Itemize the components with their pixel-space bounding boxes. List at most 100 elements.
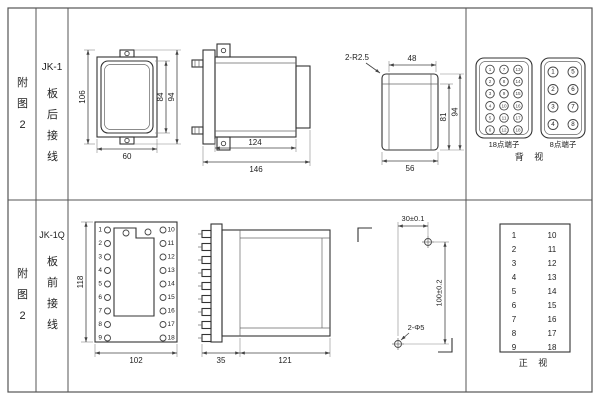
jk1-side-view: 124 146 [191,43,311,174]
wiring-label-top: 板后接线 [47,88,58,163]
dim-front-width: 102 [129,356,143,365]
dim-bottom-width: 56 [406,164,415,173]
terminal-circle [547,119,559,130]
terminal-circle [513,64,523,75]
terminal-number: 13 [168,267,176,274]
terminal-number: 9 [98,335,102,342]
terminal-number: 4 [551,121,555,128]
terminal-number: 11 [502,115,507,120]
table-number-left: 9 [512,343,517,352]
table-number-right: 14 [548,287,557,296]
terminal-number: 6 [98,294,102,301]
terminal-circle [159,321,167,328]
screw-head [201,268,212,278]
terminal-circle [104,240,111,247]
terminal-circle [567,119,579,130]
dim-hole-v-spacing: 100±0.2 [435,279,444,306]
dim-tab-height: 94 [167,92,176,101]
terminal-number: 18 [515,128,521,133]
terminal-circle [485,125,495,135]
terminal-circle [485,101,495,111]
terminal-number: 14 [515,79,521,84]
dim-overall-depth: 146 [249,165,263,174]
terminal-number: 8 [98,321,102,328]
terminal-number: 15 [168,294,176,301]
terminal-circle [485,76,495,87]
dim-top-width: 48 [408,54,417,63]
terminal-circle [513,125,523,135]
screw-head [201,333,212,343]
terminal-circle [499,88,509,99]
dim-hole-h-spacing: 30±0.1 [402,214,425,223]
terminal-8-label: 8点端子 [550,139,577,149]
terminal-circle [485,113,495,123]
table-number-left: 1 [512,231,517,240]
jk1-front-view: 106 84 94 60 [78,49,181,161]
dim-outer-height: 94 [451,107,460,116]
terminal-number: 14 [168,281,176,288]
terminal-circle [104,307,111,315]
table-number-left: 4 [512,273,517,282]
terminal-circle [513,101,523,111]
table-number-right: 11 [548,245,557,254]
terminal-circle [104,226,111,234]
terminal-circle [513,113,523,123]
terminal-number: 8 [571,121,575,128]
model-label-bottom: JK-1Q [39,230,65,240]
terminal-circle [159,226,167,234]
terminal-number: 18 [168,335,176,342]
screw-head [201,294,212,304]
table-number-right: 15 [548,301,557,310]
front-view-label: 正 视 [519,357,552,368]
mounting-hole-layout: 30±0.1 100±0.2 2-Φ5 [357,214,453,353]
terminal-number: 10 [168,227,176,234]
terminal-number: 7 [571,104,575,111]
terminal-circle [513,76,523,87]
terminal-number: 4 [489,103,492,108]
screw-head [201,255,212,265]
terminal-number: 3 [489,91,492,96]
rear-view-label: 背 视 [515,151,548,162]
terminal-number: 3 [98,254,102,261]
jk1q-side-view: 35 121 [198,223,331,365]
terminal-number: 5 [489,115,492,120]
table-grid [7,7,593,393]
terminal-number: 4 [98,267,102,274]
terminal-number: 1 [551,69,555,76]
terminal-circle [499,125,509,135]
table-number-right: 16 [548,315,557,324]
terminal-number: 17 [168,321,176,328]
terminal-circle [567,66,579,78]
terminal-circle [499,76,509,87]
wiring-label-bottom: 板前接线 [47,256,58,331]
dim-case-height: 106 [78,90,87,104]
terminal-number: 16 [168,308,176,315]
table-number-left: 7 [512,315,517,324]
terminal-circle [159,307,167,315]
terminal-circle [567,101,579,113]
jk1-rear-view: 48 2-R2.5 81 94 56 [345,53,464,173]
terminal-number: 16 [515,103,521,108]
dim-body-depth2: 121 [278,356,292,365]
terminal-number: 6 [571,86,575,93]
terminal-number: 1 [489,67,492,72]
terminal-circle [499,101,509,111]
table-number-right: 12 [548,259,557,268]
terminal-number: 11 [168,240,175,247]
terminal-circle [159,240,167,247]
terminal-circle [104,253,111,261]
table-number-right: 18 [548,343,557,352]
terminal-number: 12 [168,254,176,261]
table-number-left: 8 [512,329,517,338]
terminal-number: 13 [515,67,521,72]
corner-radius-note: 2-R2.5 [345,53,370,62]
screw-head [201,281,212,291]
